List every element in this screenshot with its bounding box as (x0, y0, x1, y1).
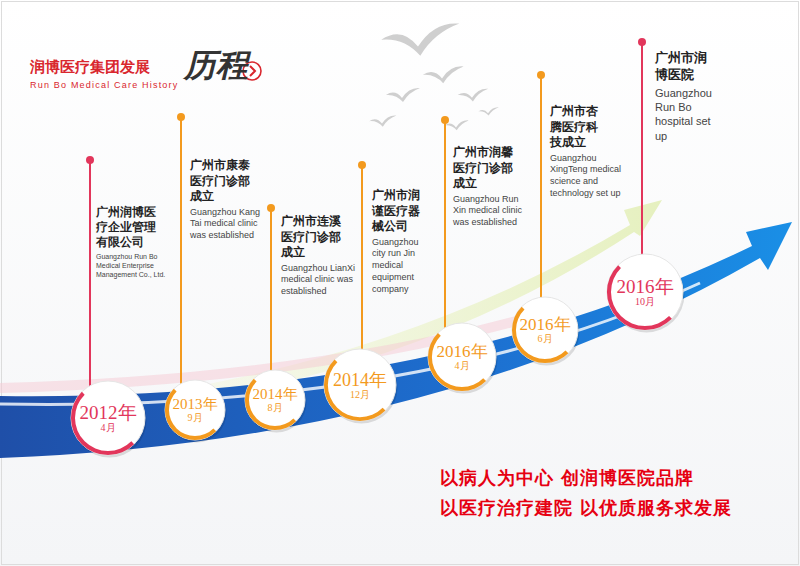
circle-face (71, 381, 145, 455)
circle-accent (71, 392, 134, 455)
date-block: 2012年4月 (71, 381, 145, 455)
year-circle: 2014年8月广州市连溪医疗门诊部成立Guangzhou LianXi medi… (245, 370, 305, 430)
slogan: 以医疗治疗建院 以优质服务求发展 (440, 496, 732, 520)
slogan: 以病人为中心 创润博医院品牌 (440, 466, 694, 490)
leader-dot (638, 38, 646, 46)
month-text: 6月 (538, 333, 553, 344)
circle-accent (607, 265, 672, 330)
leader-dot (86, 156, 94, 164)
date-block: 2016年10月 (607, 254, 683, 330)
circle-face (165, 380, 225, 440)
leader-line (180, 117, 182, 410)
milestone-english: Guangzhou Run Xin medical clinic was est… (453, 194, 529, 229)
month-text: 9月 (188, 412, 203, 423)
bird (381, 23, 459, 55)
leader-dot (537, 71, 545, 79)
leader-dot (358, 161, 366, 169)
milestone-title: 广州润博医疗企业管理有限公司 (96, 205, 167, 250)
milestone-description: 广州市润博医院Guangzhou Run Bo hospital set up (655, 50, 725, 143)
year-text: 2012年 (80, 403, 137, 422)
milestone-title: 广州市康泰医疗门诊部成立 (190, 158, 252, 205)
date-block: 2014年8月 (245, 370, 305, 430)
milestone-title: 广州市润博医院 (655, 50, 710, 84)
circle-face (512, 297, 578, 363)
milestone-english: Guangzhou Kang Tai medical clinic was es… (190, 207, 270, 242)
blue-arrow (0, 222, 792, 458)
year-text: 2016年 (437, 343, 488, 360)
title: 润博医疗集团发展 (30, 58, 150, 77)
leader-line (89, 160, 91, 418)
date-block: 2013年9月 (165, 380, 225, 440)
month-text: 10月 (635, 296, 655, 307)
month-text: 8月 (268, 402, 283, 413)
milestone-english: Guangzhou LianXi medical clinic was esta… (281, 263, 361, 298)
bird (478, 107, 498, 115)
year-text: 2016年 (617, 277, 674, 296)
milestone-description: 广州市杏腾医疗科技成立Guangzhou XingTeng medical sc… (550, 104, 630, 200)
milestone-english: Guangzhou XingTeng medical science and t… (550, 153, 624, 200)
leader-dot (177, 113, 185, 121)
circle-accent (428, 333, 486, 391)
year-circle: 2016年4月广州市润馨医疗门诊部成立Guangzhou Run Xin med… (428, 323, 496, 391)
bird (423, 66, 464, 83)
leader-dot (441, 116, 449, 124)
leader-line (444, 120, 446, 357)
circle-accent (324, 360, 385, 421)
milestone-english: Guangzhou Run Bo Medical Enterprise Mana… (96, 252, 166, 279)
milestone-english: Guangzhou Run Bo hospital set up (655, 86, 713, 143)
year-text: 2013年 (173, 397, 218, 412)
milestone-description: 广州市康泰医疗门诊部成立Guangzhou Kang Tai medical c… (190, 158, 270, 242)
year-circle: 2016年6月广州市杏腾医疗科技成立Guangzhou XingTeng med… (512, 297, 578, 363)
milestone-title: 广州市连溪医疗门诊部成立 (281, 214, 343, 261)
leader-dot (267, 204, 275, 212)
circle-face (324, 349, 396, 421)
milestone-description: 广州市连溪医疗门诊部成立Guangzhou LianXi medical cli… (281, 214, 361, 298)
year-circle: 2014年12月广州市润谨医疗器械公司Guangzhou city run Ji… (324, 349, 396, 421)
date-block: 2016年4月 (428, 323, 496, 391)
bird (386, 88, 420, 102)
title-calligraphy: 历程 (184, 44, 248, 88)
year-circle: 2013年9月广州市康泰医疗门诊部成立Guangzhou Kang Tai me… (165, 380, 225, 440)
bird (369, 116, 396, 127)
year-circle: 2012年4月广州润博医疗企业管理有限公司Guangzhou Run Bo Me… (71, 381, 145, 455)
english-subtitle: Run Bo Medical Care History (30, 80, 178, 90)
milestone-description: 广州市润谨医疗器械公司Guangzhou city run Jin medica… (372, 188, 442, 295)
milestone-title: 广州市润谨医疗器械公司 (372, 188, 422, 235)
month-text: 12月 (350, 389, 370, 400)
date-block: 2016年6月 (512, 297, 578, 363)
circle-face (428, 323, 496, 391)
circle-face (245, 370, 305, 430)
bird (458, 89, 489, 102)
date-block: 2014年12月 (324, 349, 396, 421)
month-text: 4月 (101, 422, 116, 433)
milestone-description: 广州润博医疗企业管理有限公司Guangzhou Run Bo Medical E… (96, 205, 172, 279)
year-text: 2016年 (520, 316, 571, 333)
birds (369, 23, 499, 130)
month-text: 4月 (455, 360, 470, 371)
milestone-english: Guangzhou city run Jin medical equipment… (372, 237, 434, 295)
leader-line (540, 75, 542, 330)
milestone-title: 广州市润馨医疗门诊部成立 (453, 145, 515, 192)
milestone-title: 广州市杏腾医疗科技成立 (550, 104, 600, 151)
milestone-description: 广州市润馨医疗门诊部成立Guangzhou Run Xin medical cl… (453, 145, 533, 229)
circle-face (607, 254, 683, 330)
year-circle: 2016年10月广州市润博医院Guangzhou Run Bo hospital… (607, 254, 683, 330)
year-text: 2014年 (333, 371, 387, 389)
year-text: 2014年 (253, 387, 298, 402)
